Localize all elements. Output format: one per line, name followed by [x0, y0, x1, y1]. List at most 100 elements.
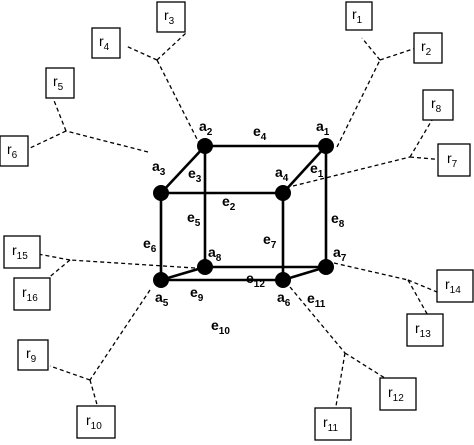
ray-box-r11: r11 [314, 407, 352, 441]
dashed-branch [29, 130, 67, 149]
dashed-connector [89, 289, 151, 381]
dashed-branch [89, 379, 99, 409]
ray-box-frame [422, 89, 454, 121]
ray-box-frame [406, 313, 444, 347]
edge-label-e6: e6 [143, 235, 157, 255]
ray-label-r14-base: r [445, 276, 450, 292]
vertex-label-a7-subscript: 7 [341, 253, 347, 264]
edge-label-e10-base: e [211, 317, 219, 333]
ray-box-r10: r10 [76, 405, 116, 439]
dashed-branch [409, 119, 433, 158]
edge-label-e7: e7 [263, 231, 277, 251]
ray-box-frame [436, 269, 474, 303]
ray-label-r8-base: r [431, 95, 436, 111]
edge-label-e8-base: e [331, 210, 339, 226]
ray-box-r8: r8 [422, 89, 454, 121]
ray-label-r9: r9 [26, 345, 37, 365]
vertex-label-a8: a8 [208, 244, 222, 264]
vertex-label-a3-subscript: 3 [160, 167, 166, 178]
ray-label-r7: r7 [447, 150, 458, 170]
ray-label-r4-base: r [99, 33, 104, 49]
edge-label-e4-base: e [253, 123, 261, 139]
dashed-connectors [29, 32, 446, 413]
dashed-branch [37, 253, 71, 261]
vertex-label-a8-subscript: 8 [216, 253, 222, 264]
vertex-a1 [318, 138, 334, 154]
edge-label-e8-subscript: 8 [339, 219, 345, 230]
vertex-label-a4: a4 [275, 164, 289, 184]
ray-label-r7-base: r [447, 150, 452, 166]
dashed-connector [289, 286, 346, 354]
vertex-label-a6-base: a [277, 289, 285, 305]
dashed-branch [407, 279, 438, 293]
ray-label-r1-base: r [352, 6, 357, 22]
ray-box-frame [345, 1, 373, 31]
ray-box-r14: r14 [436, 269, 474, 303]
vertex-label-a8-base: a [208, 244, 216, 260]
ray-label-r4: r4 [99, 33, 110, 53]
dashed-connector [69, 259, 196, 269]
ray-box-frame [156, 1, 186, 33]
dashed-connector [336, 59, 381, 148]
edge-label-e3: e3 [188, 165, 202, 185]
dashed-branch [344, 352, 389, 381]
vertex-label-a5-subscript: 5 [163, 298, 169, 309]
dashed-branch [361, 37, 381, 61]
edge-label-e7-subscript: 7 [271, 240, 277, 251]
ray-box-frame [413, 32, 443, 64]
edge-label-e6-subscript: 6 [151, 244, 157, 255]
ray-label-r5-subscript: 5 [58, 82, 64, 93]
dashed-connector [292, 156, 411, 187]
ray-box-r4: r4 [91, 27, 121, 59]
ray-label-r16-base: r [22, 284, 27, 300]
ray-box-frame [379, 377, 417, 411]
ray-box-r3: r3 [156, 1, 186, 33]
ray-label-r7-subscript: 7 [452, 159, 458, 170]
ray-label-r14-subscript: 14 [450, 285, 462, 296]
ray-label-r10: r10 [86, 412, 102, 432]
ray-label-r13-subscript: 13 [420, 329, 432, 340]
ray-label-r6-base: r [7, 141, 12, 157]
ray-box-frame [91, 27, 121, 59]
ray-label-r15-base: r [12, 242, 17, 258]
edge-label-e5-subscript: 5 [195, 218, 201, 229]
vertex-label-a5: a5 [155, 289, 169, 309]
ray-box-frame [3, 235, 41, 269]
dashed-branch [49, 365, 91, 381]
dashed-branch [379, 47, 417, 61]
ray-box-frame [13, 277, 51, 311]
edge-label-e6-base: e [143, 235, 151, 251]
ray-label-r3-subscript: 3 [169, 16, 175, 27]
ray-label-r8-subscript: 8 [436, 104, 442, 115]
dashed-connector [156, 59, 201, 146]
edge-label-e11: e11 [307, 290, 326, 310]
edge-label-e11-subscript: 11 [315, 299, 326, 310]
ray-label-r1: r1 [352, 6, 363, 26]
edge-label-e5: e5 [187, 209, 201, 229]
ray-box-r2: r2 [413, 32, 443, 64]
ray-box-r9: r9 [17, 339, 49, 371]
edge-label-e12-base: e [246, 270, 254, 286]
vertex-label-a1-base: a [316, 118, 324, 134]
ray-box-r5: r5 [45, 67, 75, 99]
ray-label-r9-base: r [26, 345, 31, 361]
edge-label-e9-subscript: 9 [198, 293, 204, 304]
hub-r9-r10 [49, 289, 151, 409]
hub-r11-r12 [289, 286, 389, 413]
ray-box-r15: r15 [3, 235, 41, 269]
ray-label-r11-base: r [323, 414, 328, 430]
vertex-a8 [197, 259, 213, 275]
ray-label-r9-subscript: 9 [31, 354, 37, 365]
ray-label-r16-subscript: 16 [27, 293, 39, 304]
edge-label-e10: e10 [211, 317, 230, 337]
ray-label-r10-subscript: 10 [91, 421, 103, 432]
ray-label-r11-subscript: 11 [328, 423, 339, 434]
ray-label-r11: r11 [323, 414, 338, 434]
edge-label-e2-subscript: 2 [230, 202, 236, 213]
ray-label-r3: r3 [164, 7, 175, 27]
vertex-label-a5-base: a [155, 289, 163, 305]
dashed-branch [334, 352, 346, 413]
ray-label-r6-subscript: 6 [12, 150, 18, 161]
